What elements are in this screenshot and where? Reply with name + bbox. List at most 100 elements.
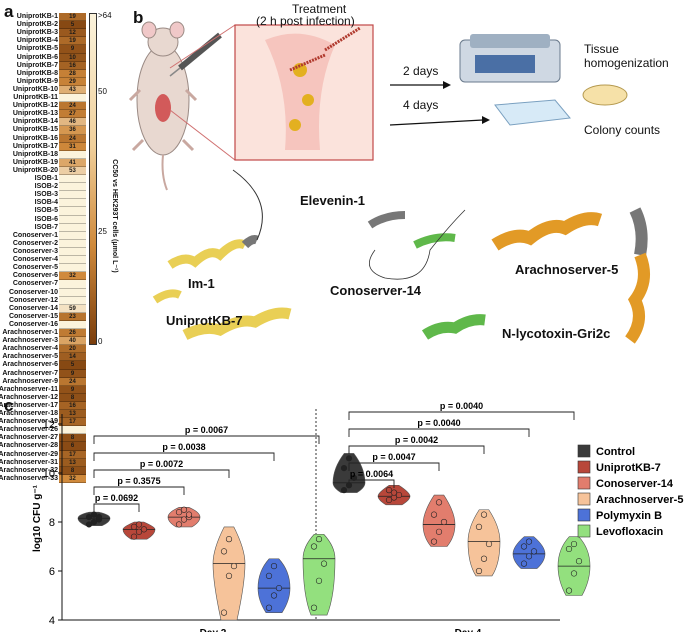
y-tick-label: 8 xyxy=(49,517,55,529)
colony-counts-label: Colony counts xyxy=(584,123,661,137)
heatmap-cell: 20 xyxy=(59,345,86,354)
heatmap-cell: 24 xyxy=(59,134,86,143)
heatmap-cell: 23 xyxy=(59,312,86,321)
heatmap-row-label: UniprotKB-14 xyxy=(12,118,58,126)
heatmap-row-label: UniprotKB-6 xyxy=(16,53,58,61)
data-point xyxy=(85,521,93,528)
heatmap-row-label: ISOB-4 xyxy=(34,199,58,207)
treatment-subtitle: (2 h post infection) xyxy=(256,14,355,28)
legend-swatch xyxy=(577,508,591,522)
heatmap-cell: 41 xyxy=(59,158,86,167)
heatmap-row-label: Arachnoserver-9 xyxy=(2,377,58,385)
data-point xyxy=(225,536,233,543)
heatmap-row-label: Arachnoserver-17 xyxy=(0,401,58,409)
data-point xyxy=(475,567,483,575)
data-point xyxy=(310,604,318,611)
panel-b-illustration xyxy=(128,21,650,344)
y-tick-label: 12 xyxy=(43,419,55,431)
heatmap-cell: 8 xyxy=(59,466,86,475)
data-point xyxy=(395,491,403,499)
heatmap-row-label: ISOB-5 xyxy=(34,207,58,215)
data-point xyxy=(565,587,573,594)
heatmap-cell: 6 xyxy=(59,442,86,451)
heatmap-cell xyxy=(59,191,86,200)
data-point xyxy=(480,555,488,562)
pvalue-label: p = 0.0040 xyxy=(440,401,483,411)
pvalue-label: p = 0.0040 xyxy=(417,418,460,428)
data-point xyxy=(220,609,228,616)
data-point xyxy=(225,572,233,579)
data-point xyxy=(525,538,533,545)
heatmap-cell: 9 xyxy=(59,369,86,378)
heatmap-cell xyxy=(59,288,86,297)
heatmap-cell xyxy=(59,248,86,257)
data-point xyxy=(270,563,278,570)
heatmap-cell: 12 xyxy=(59,29,86,38)
data-point xyxy=(265,604,273,611)
heatmap-row-label: Arachnoserver-26 xyxy=(0,426,58,434)
heatmap-row-label: UniprotKB-15 xyxy=(12,126,58,134)
heatmap-colorbar xyxy=(89,13,97,345)
heatmap-row-label: Conoserver-12 xyxy=(8,296,58,304)
heatmap-row-label: UniprotKB-10 xyxy=(12,85,58,93)
heatmap-row-label: ISOB-7 xyxy=(34,223,58,231)
heatmap-row-label: Conoserver-3 xyxy=(12,248,58,255)
mouse-illustration xyxy=(128,21,198,191)
heatmap-cell xyxy=(59,94,86,103)
pvalue-bracket xyxy=(93,486,185,495)
colorbar-50-label: 50 xyxy=(98,87,107,96)
heatmap-row-label: Arachnoserver-3 xyxy=(2,337,58,345)
heatmap-cell: 43 xyxy=(59,85,86,95)
heatmap-cell: 9 xyxy=(59,45,86,54)
data-point xyxy=(390,489,398,496)
pvalue-bracket xyxy=(348,479,395,488)
data-point xyxy=(270,592,278,599)
heatmap-cell xyxy=(59,296,86,305)
helix-uniprotkb7 xyxy=(182,307,292,340)
heatmap-row-label: UniprotKB-9 xyxy=(16,77,58,85)
x-group-label: Day 4 xyxy=(455,628,482,632)
legend-label: Levofloxacin xyxy=(596,526,664,538)
y-tick-label: 10 xyxy=(43,468,55,480)
pvalue-label: p = 0.0038 xyxy=(162,442,205,452)
heatmap-row-label: Arachnoserver-31 xyxy=(0,458,58,466)
heatmap-row-label: Conoserver-15 xyxy=(8,312,58,320)
heatmap-cell: 16 xyxy=(59,401,86,411)
data-point xyxy=(130,523,138,530)
heatmap-cell: 31 xyxy=(59,142,86,151)
pvalue-label: p = 0.3575 xyxy=(117,476,160,486)
data-point xyxy=(130,533,138,540)
data-point xyxy=(570,570,578,577)
data-point xyxy=(340,464,348,472)
heatmap-cell: 24 xyxy=(59,102,86,111)
heatmap-row-label: UniprotKB-1 xyxy=(16,13,58,20)
data-point xyxy=(310,543,318,550)
helix-elevenin1 xyxy=(367,209,466,280)
x-group-label: Day 2 xyxy=(200,628,227,632)
helix-im1 xyxy=(152,169,263,304)
heatmap-cell: 29 xyxy=(59,77,86,86)
arrow-2days-label: 2 days xyxy=(403,64,439,78)
data-point xyxy=(315,536,323,543)
heatmap-cell: 17 xyxy=(59,450,86,459)
data-point xyxy=(185,511,193,518)
heatmap-row-label: Arachnoserver-1 xyxy=(2,329,58,337)
pvalue-bracket xyxy=(93,452,275,461)
syringe-icon xyxy=(169,32,222,77)
heatmap-row-label: Conoserver-7 xyxy=(12,280,58,288)
heatmap-cell xyxy=(59,320,86,330)
heatmap-cell: 59 xyxy=(59,304,86,313)
heatmap-cell xyxy=(59,426,86,435)
data-point xyxy=(345,455,353,462)
data-point xyxy=(135,521,143,528)
data-point xyxy=(275,585,283,592)
heatmap-row-label: ISOB-6 xyxy=(34,215,58,223)
heatmap-row-label: UniprotKB-18 xyxy=(12,150,58,158)
data-point xyxy=(140,526,148,533)
heatmap-cell: 27 xyxy=(59,110,86,119)
data-point xyxy=(475,523,483,530)
heatmap-cell xyxy=(59,175,86,184)
panel-c-label: c xyxy=(4,396,14,415)
heatmap-row-label: UniprotKB-4 xyxy=(16,37,58,45)
box-levofloxacin xyxy=(302,533,336,616)
